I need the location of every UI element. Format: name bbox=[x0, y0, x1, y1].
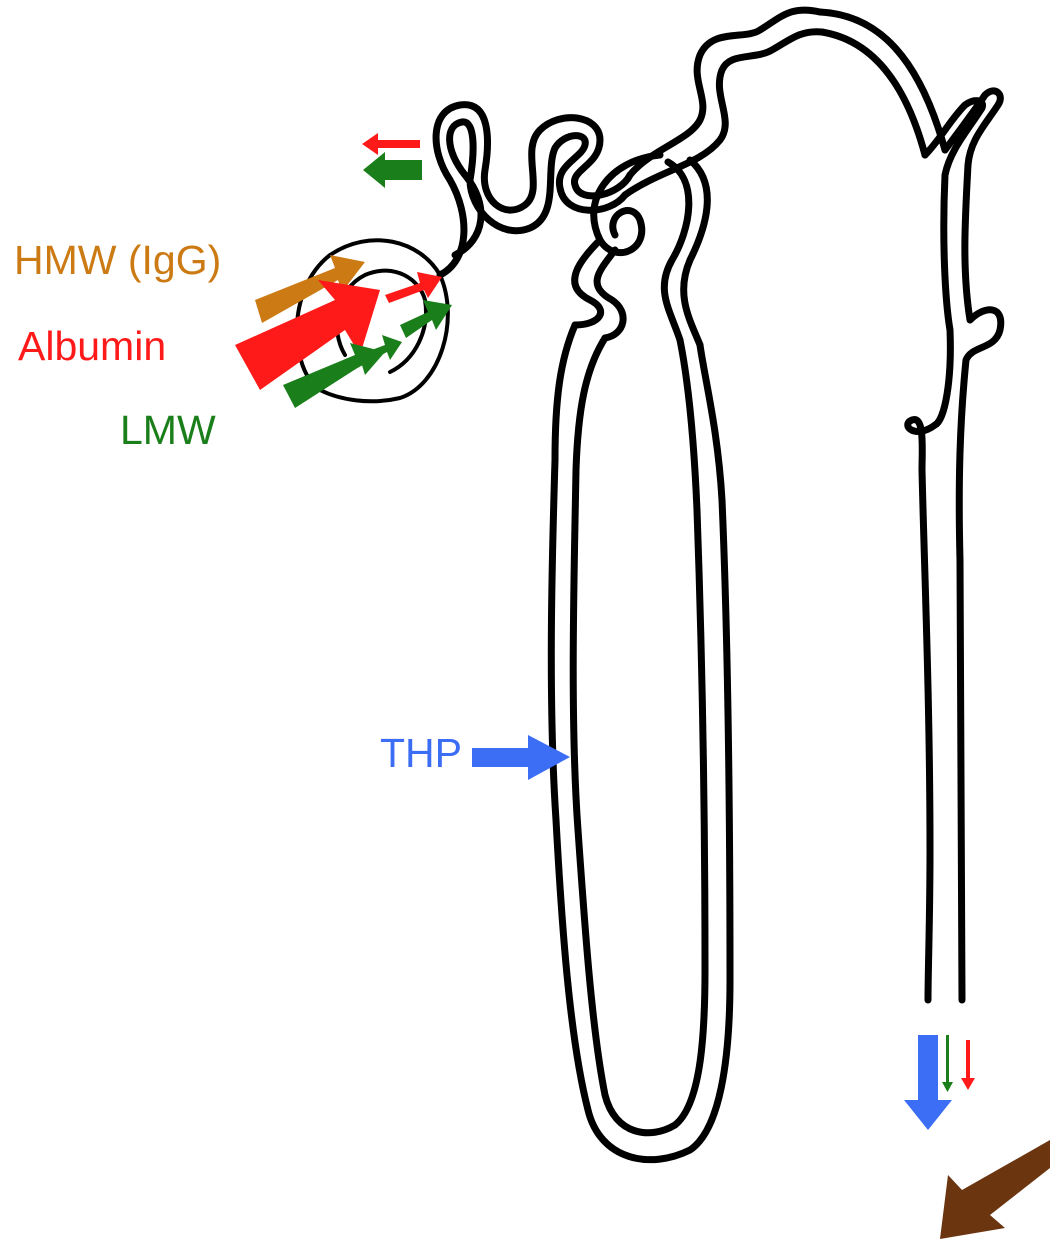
albumin-arrow-thin bbox=[385, 272, 442, 303]
albumin-output-arrow bbox=[961, 1040, 975, 1090]
lmw-output-arrow bbox=[942, 1035, 953, 1092]
urine-output-arrows bbox=[904, 1035, 975, 1130]
collecting-duct bbox=[908, 91, 1001, 1000]
red-small-arrow-left bbox=[362, 133, 420, 155]
reabsorption-arrows bbox=[362, 133, 422, 188]
green-small-arrow-left bbox=[363, 152, 422, 188]
albumin-label: Albumin bbox=[18, 326, 166, 367]
thp-label: THP bbox=[380, 733, 462, 774]
lmw-arrow-right bbox=[400, 300, 452, 338]
loop-of-henle bbox=[551, 325, 730, 1160]
lmw-label: LMW bbox=[120, 410, 216, 451]
hmw-label: HMW (IgG) bbox=[14, 240, 221, 281]
brown-arrow bbox=[940, 1140, 1050, 1239]
